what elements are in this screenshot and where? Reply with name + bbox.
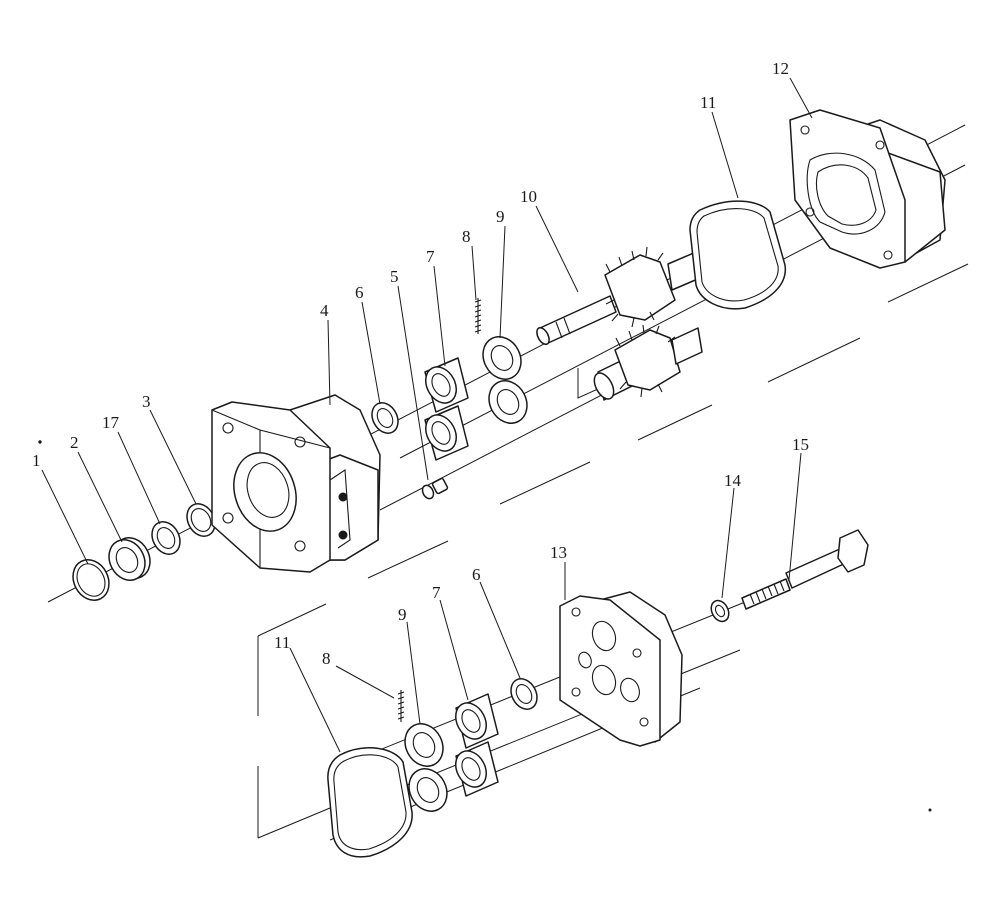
callouts-lower: 13 11 8 9 7 6 14 15 xyxy=(274,435,809,668)
part-6-spacer xyxy=(371,402,399,434)
part-13-end-cover xyxy=(559,591,683,747)
part-17-seal xyxy=(151,521,181,555)
callout-8: 8 xyxy=(462,227,471,246)
part-8-spring xyxy=(474,298,482,334)
callout-12: 12 xyxy=(772,59,789,78)
print-dot xyxy=(38,440,42,444)
part-14-washer xyxy=(710,599,730,623)
callout-7-lower: 7 xyxy=(432,583,441,602)
part-5-check-valve xyxy=(421,477,449,500)
part-15-bolt xyxy=(741,529,869,610)
callout-2: 2 xyxy=(70,433,79,452)
callout-11: 11 xyxy=(700,93,716,112)
part-1-snap-ring xyxy=(72,559,110,601)
part-8-spring-lower xyxy=(397,690,405,722)
callout-3: 3 xyxy=(142,392,151,411)
part-7-needle-bearings-lower xyxy=(455,693,499,797)
part-2-bearing xyxy=(108,537,151,581)
callout-7: 7 xyxy=(426,247,435,266)
print-dot xyxy=(928,808,932,812)
part-11-gasket-lower xyxy=(327,747,413,858)
callout-4: 4 xyxy=(320,301,329,320)
callout-8-lower: 8 xyxy=(322,649,331,668)
callout-13: 13 xyxy=(550,543,567,562)
callout-14: 14 xyxy=(724,471,742,490)
callout-5: 5 xyxy=(390,267,399,286)
part-11-gasket-upper xyxy=(689,200,786,310)
leader-lines xyxy=(41,77,813,753)
callout-17: 17 xyxy=(102,413,120,432)
callout-11-lower: 11 xyxy=(274,633,290,652)
dash-lines xyxy=(257,263,969,839)
callouts-upper: 1 2 17 3 4 6 5 7 8 9 10 11 12 xyxy=(32,59,789,470)
part-6-spacer-lower xyxy=(510,678,538,710)
callout-10: 10 xyxy=(520,187,537,206)
callout-6-lower: 6 xyxy=(472,565,481,584)
part-10-drive-gear-shaft xyxy=(536,246,703,401)
part-9-wear-plates-lower xyxy=(404,723,448,812)
callout-1: 1 xyxy=(32,451,41,470)
part-4-front-housing xyxy=(211,394,381,573)
callout-9-lower: 9 xyxy=(398,605,407,624)
part-9-wear-plates xyxy=(482,336,528,424)
callout-6: 6 xyxy=(355,283,364,302)
part-12-rear-housing xyxy=(789,109,946,269)
callout-9: 9 xyxy=(496,207,505,226)
part-7-needle-bearings xyxy=(424,357,469,461)
callout-15: 15 xyxy=(792,435,809,454)
